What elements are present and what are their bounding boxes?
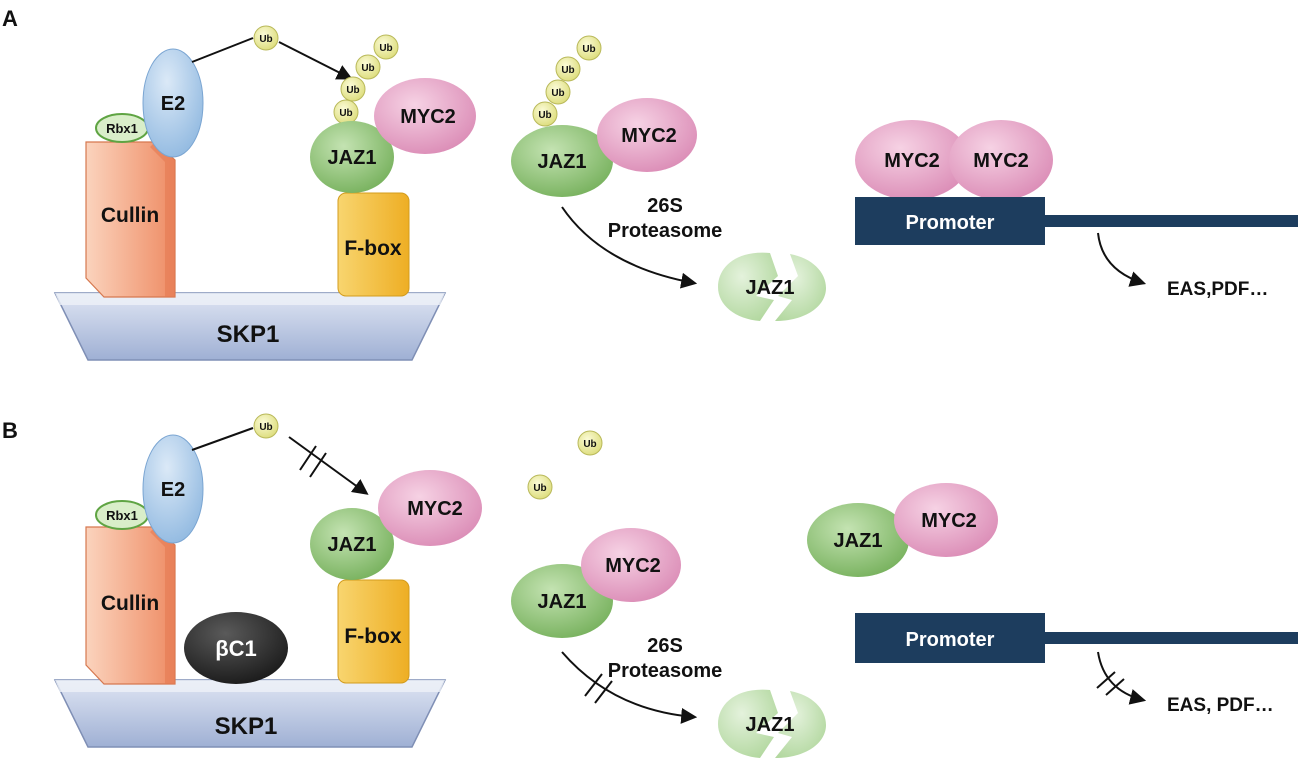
svg-text:F-box: F-box: [344, 625, 401, 648]
svg-text:MYC2: MYC2: [621, 125, 677, 147]
svg-text:JAZ1: JAZ1: [328, 534, 377, 556]
svg-text:MYC2: MYC2: [973, 150, 1029, 172]
svg-text:JAZ1: JAZ1: [538, 591, 587, 613]
jaz1-degraded-node: JAZ1: [718, 252, 826, 321]
panel-b-label: B: [2, 418, 18, 443]
svg-text:MYC2: MYC2: [921, 510, 977, 532]
promoter-label: Promoter: [906, 212, 995, 234]
target-genes-label-b: EAS, PDF…: [1167, 695, 1274, 716]
beta-c1-label: βC1: [215, 636, 257, 661]
svg-text:Ub: Ub: [339, 108, 352, 119]
e2-node: E2: [142, 48, 204, 158]
myc2-dimer: MYC2 MYC2: [855, 120, 1053, 200]
jaz1-node-b: JAZ1: [310, 508, 394, 580]
svg-text:Ub: Ub: [259, 422, 272, 433]
svg-text:Ub: Ub: [379, 43, 392, 54]
e2-node-b: E2: [142, 434, 204, 544]
proteasome-blocked-arrow: [561, 651, 698, 724]
svg-text:JAZ1: JAZ1: [834, 530, 883, 552]
svg-text:MYC2: MYC2: [884, 150, 940, 172]
svg-text:MYC2: MYC2: [407, 498, 463, 520]
beta-c1-node: βC1: [184, 612, 288, 684]
promoter-block: Promoter: [855, 197, 1298, 245]
cullin-block-b: Cullin: [85, 526, 176, 685]
ub-transfer-arrow: [191, 37, 353, 80]
svg-text:E2: E2: [161, 479, 185, 501]
svg-text:MYC2: MYC2: [400, 106, 456, 128]
svg-text:Ub: Ub: [583, 439, 596, 450]
panel-a: A SKP1 Cullin Rbx1 E2: [2, 6, 1298, 361]
jaz1-node: JAZ1: [310, 121, 394, 193]
myc2-node: MYC2: [374, 78, 476, 154]
svg-text:Rbx1: Rbx1: [106, 508, 138, 523]
svg-text:Ub: Ub: [561, 65, 574, 76]
ub-node: Ub: [253, 25, 279, 51]
myc2-bound-node: MYC2: [894, 483, 998, 557]
ub-transfer-blocked-arrow: [191, 427, 369, 495]
svg-text:Ub: Ub: [259, 34, 272, 45]
jaz1-degraded-node-b: JAZ1: [718, 689, 826, 758]
target-genes-label: EAS,PDF…: [1167, 279, 1268, 300]
svg-text:Ub: Ub: [533, 483, 546, 494]
skp1-label: SKP1: [217, 321, 280, 348]
promoter-block-b: Promoter: [855, 613, 1298, 663]
myc2-node-b: MYC2: [378, 470, 482, 546]
cullin-block: Cullin: [85, 141, 176, 298]
proteasome-label-line1: 26S: [647, 195, 683, 217]
svg-text:Ub: Ub: [551, 88, 564, 99]
ub-free-nodes: Ub Ub: [527, 430, 603, 500]
ub-node-b: Ub: [253, 413, 279, 439]
rbx1-label: Rbx1: [106, 121, 138, 136]
skp1-block-b: SKP1: [53, 679, 447, 748]
fbox-label: F-box: [344, 237, 401, 260]
svg-text:MYC2: MYC2: [605, 555, 661, 577]
svg-text:JAZ1: JAZ1: [538, 151, 587, 173]
proteasome-label-line2: Proteasome: [608, 220, 723, 242]
svg-text:JAZ1: JAZ1: [746, 277, 795, 299]
svg-text:JAZ1: JAZ1: [328, 147, 377, 169]
fbox-block-b: F-box: [337, 579, 410, 684]
panel-a-label: A: [2, 6, 18, 31]
rbx1-node-b: Rbx1: [95, 500, 149, 530]
e2-label: E2: [161, 93, 185, 115]
transcription-blocked-arrow: [1096, 651, 1147, 705]
transcription-arrow: [1097, 232, 1147, 287]
rbx1-node: Rbx1: [95, 113, 149, 143]
myc2-free-node-b: MYC2: [581, 528, 681, 602]
ub-chain-free: Ub Ub Ub Ub: [532, 35, 602, 127]
svg-text:JAZ1: JAZ1: [746, 714, 795, 736]
myc2-free-node: MYC2: [597, 98, 697, 172]
svg-text:Ub: Ub: [361, 63, 374, 74]
jaz1-bound-node: JAZ1: [807, 503, 909, 577]
ub-chain: Ub Ub Ub Ub: [333, 34, 399, 125]
skp1-block: SKP1: [53, 292, 447, 361]
fbox-block: F-box: [337, 192, 410, 297]
jaz1-free-node: JAZ1: [511, 125, 613, 197]
svg-text:Ub: Ub: [538, 110, 551, 121]
cullin-label-b: Cullin: [101, 592, 159, 615]
skp1-label-b: SKP1: [215, 713, 278, 740]
proteasome-label-b-line2: Proteasome: [608, 660, 723, 682]
panel-b: B SKP1 Cullin Rbx1 E2 βC1: [2, 413, 1298, 758]
proteasome-arrow: [561, 206, 698, 289]
svg-text:Ub: Ub: [346, 85, 359, 96]
promoter-label-b: Promoter: [906, 629, 995, 651]
svg-text:Ub: Ub: [582, 44, 595, 55]
cullin-label: Cullin: [101, 204, 159, 227]
proteasome-label-b-line1: 26S: [647, 635, 683, 657]
